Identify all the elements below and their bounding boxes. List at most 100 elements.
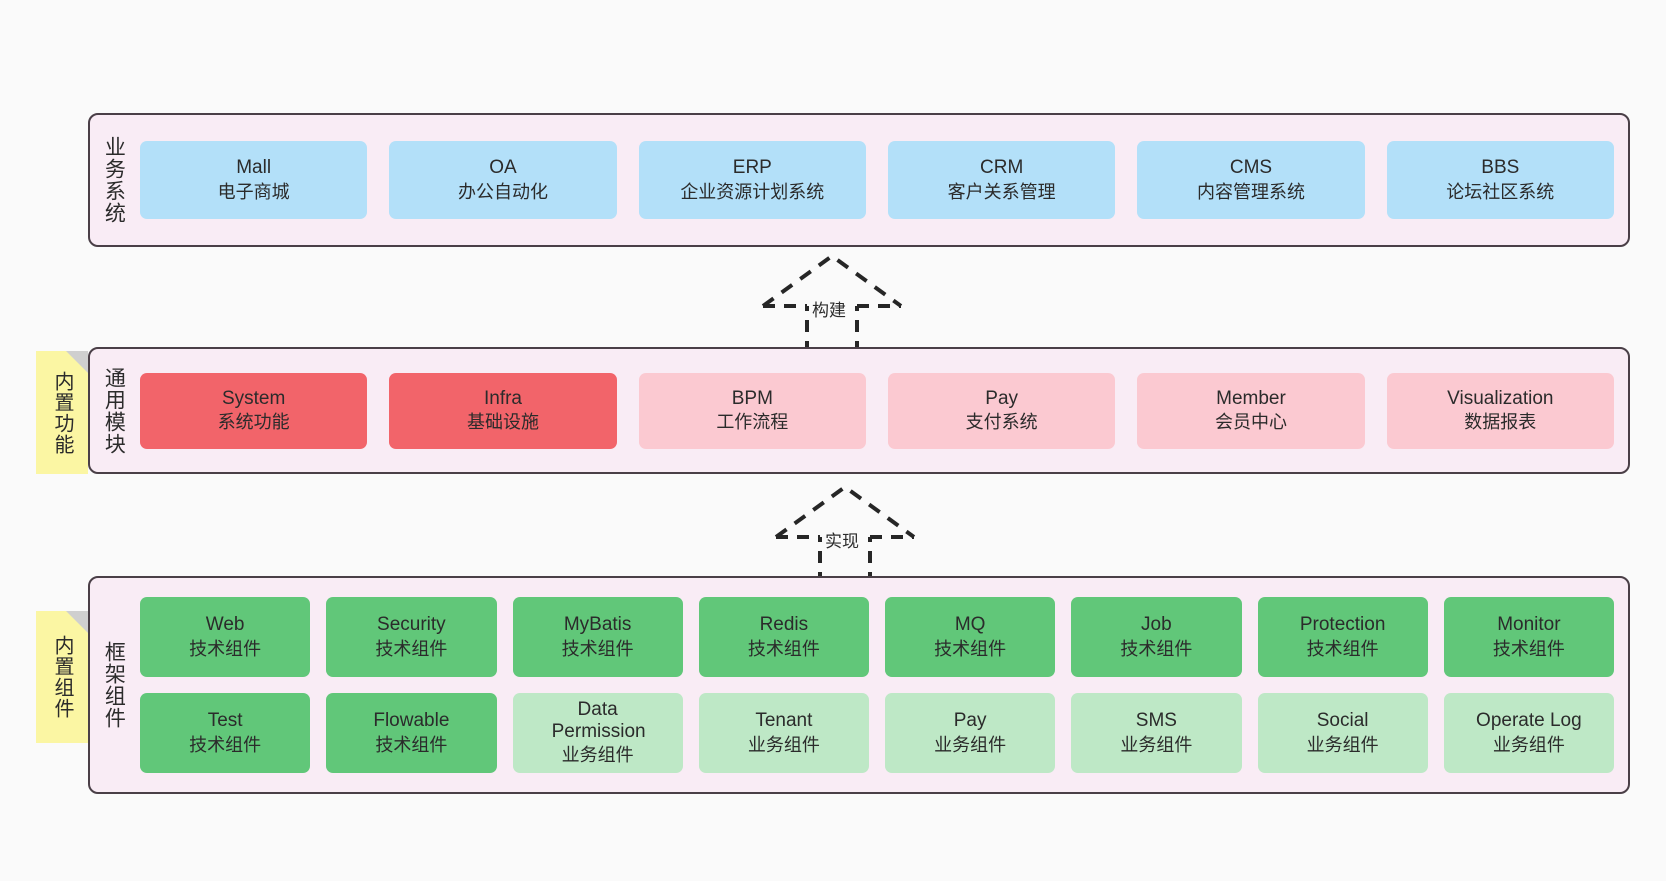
card-mybatis[interactable]: MyBatis 技术组件 <box>512 597 683 677</box>
card-pay-module[interactable]: Pay 支付系统 <box>887 372 1116 449</box>
card-bbs[interactable]: BBS 论坛社区系统 <box>1386 141 1614 219</box>
card-tenant[interactable]: Tenant 业务组件 <box>698 693 869 773</box>
card-member[interactable]: Member 会员中心 <box>1137 372 1365 449</box>
note-fold-icon <box>66 611 88 633</box>
card-mall[interactable]: Mall 电子商城 <box>140 141 368 219</box>
card-subtitle: 业务组件 <box>1120 734 1193 755</box>
card-protection[interactable]: Protection 技术组件 <box>1257 597 1428 677</box>
card-title: Visualization <box>1447 387 1554 409</box>
card-oa[interactable]: OA 办公自动化 <box>389 141 617 219</box>
card-subtitle: 会员中心 <box>1214 412 1287 433</box>
card-sms[interactable]: SMS 业务组件 <box>1071 693 1242 773</box>
card-title: BPM <box>731 387 773 409</box>
note-builtin-components: 内置组件 <box>36 611 88 743</box>
card-title: BBS <box>1481 157 1520 179</box>
card-visualization[interactable]: Visualization 数据报表 <box>1386 372 1614 449</box>
card-pay-component[interactable]: Pay 业务组件 <box>885 693 1056 773</box>
note-label: 内置功能 <box>51 370 73 455</box>
card-subtitle: 系统功能 <box>217 412 290 433</box>
card-test[interactable]: Test 技术组件 <box>140 693 311 773</box>
card-title: Pay <box>985 387 1019 409</box>
card-data-permission[interactable]: Data Permission 业务组件 <box>512 693 683 773</box>
card-title: Infra <box>483 387 522 409</box>
card-subtitle: 业务组件 <box>561 745 634 766</box>
card-title: Flowable <box>373 710 450 732</box>
note-builtin-features: 内置功能 <box>36 351 88 474</box>
card-subtitle: 内容管理系统 <box>1196 181 1305 202</box>
card-subtitle: 技术组件 <box>561 638 634 659</box>
layer-common-modules: 通用模块 System 系统功能 Infra 基础设施 BPM 工作流程 Pay <box>88 347 1630 474</box>
card-operate-log[interactable]: Operate Log 业务组件 <box>1443 693 1614 773</box>
card-title: Redis <box>759 614 809 636</box>
card-title: CMS <box>1229 157 1273 179</box>
card-row: Mall 电子商城 OA 办公自动化 ERP 企业资源计划系统 CRM 客户关系… <box>140 141 1614 219</box>
card-title: SMS <box>1135 710 1177 732</box>
card-subtitle: 业务组件 <box>747 734 820 755</box>
card-subtitle: 论坛社区系统 <box>1446 181 1555 202</box>
card-title: System <box>221 387 286 409</box>
note-label: 内置组件 <box>51 635 73 719</box>
card-infra[interactable]: Infra 基础设施 <box>389 372 617 449</box>
card-subtitle: 技术组件 <box>189 734 262 755</box>
card-subtitle: 基础设施 <box>466 412 539 433</box>
card-subtitle: 企业资源计划系统 <box>680 181 825 202</box>
card-title: MQ <box>954 614 986 636</box>
card-subtitle: 技术组件 <box>1306 638 1379 659</box>
card-security[interactable]: Security 技术组件 <box>326 597 497 677</box>
card-title: Mall <box>236 157 272 179</box>
layer-body-business-systems: Mall 电子商城 OA 办公自动化 ERP 企业资源计划系统 CRM 客户关系… <box>136 115 1628 245</box>
card-title: Operate Log <box>1476 710 1582 732</box>
layer-body-common-modules: System 系统功能 Infra 基础设施 BPM 工作流程 Pay 支付系统… <box>136 349 1628 472</box>
layer-title-business-systems: 业务系统 <box>102 136 126 224</box>
card-title: OA <box>489 157 517 179</box>
card-title: Data Permission <box>551 698 646 743</box>
card-row: Test 技术组件 Flowable 技术组件 Data Permission … <box>140 693 1614 773</box>
card-subtitle: 办公自动化 <box>457 181 548 202</box>
card-title: Test <box>207 710 243 732</box>
card-social[interactable]: Social 业务组件 <box>1257 693 1428 773</box>
card-system[interactable]: System 系统功能 <box>140 372 368 449</box>
card-subtitle: 技术组件 <box>375 638 448 659</box>
card-subtitle: 客户关系管理 <box>947 181 1056 202</box>
card-subtitle: 技术组件 <box>375 734 448 755</box>
card-crm[interactable]: CRM 客户关系管理 <box>887 141 1116 219</box>
card-erp[interactable]: ERP 企业资源计划系统 <box>638 141 866 219</box>
card-bpm[interactable]: BPM 工作流程 <box>638 372 866 449</box>
note-fold-icon <box>66 351 88 373</box>
layer-title-common-modules: 通用模块 <box>102 366 126 455</box>
connector-build-label: 构建 <box>812 301 846 320</box>
card-title: Member <box>1216 387 1286 409</box>
card-title: CRM <box>980 157 1024 179</box>
card-redis[interactable]: Redis 技术组件 <box>698 597 869 677</box>
card-subtitle: 技术组件 <box>747 638 820 659</box>
card-subtitle: 技术组件 <box>934 638 1007 659</box>
card-title: MyBatis <box>563 614 632 636</box>
layer-body-framework-components: Web 技术组件 Security 技术组件 MyBatis 技术组件 Redi… <box>136 578 1628 792</box>
card-title: Security <box>377 614 446 636</box>
card-subtitle: 工作流程 <box>716 412 789 433</box>
card-title: Job <box>1141 614 1172 636</box>
card-subtitle: 业务组件 <box>934 734 1007 755</box>
card-job[interactable]: Job 技术组件 <box>1071 597 1242 677</box>
card-flowable[interactable]: Flowable 技术组件 <box>326 693 497 773</box>
card-subtitle: 业务组件 <box>1306 734 1379 755</box>
card-subtitle: 电子商城 <box>217 181 290 202</box>
card-title: ERP <box>732 157 772 179</box>
card-subtitle: 业务组件 <box>1492 734 1565 755</box>
card-cms[interactable]: CMS 内容管理系统 <box>1137 141 1365 219</box>
layer-business-systems: 业务系统 Mall 电子商城 OA 办公自动化 ERP 企业资源计划系统 CRM <box>88 113 1630 247</box>
card-monitor[interactable]: Monitor 技术组件 <box>1443 597 1614 677</box>
card-row: System 系统功能 Infra 基础设施 BPM 工作流程 Pay 支付系统… <box>140 372 1614 449</box>
connector-implement-label: 实现 <box>825 532 859 551</box>
card-web[interactable]: Web 技术组件 <box>140 597 311 677</box>
card-title: Social <box>1316 710 1369 732</box>
card-subtitle: 技术组件 <box>1492 638 1565 659</box>
layer-title-framework-components: 框架组件 <box>102 641 126 729</box>
card-title: Web <box>205 614 245 636</box>
card-row: Web 技术组件 Security 技术组件 MyBatis 技术组件 Redi… <box>140 597 1614 677</box>
card-title: Monitor <box>1497 614 1561 636</box>
card-subtitle: 技术组件 <box>1120 638 1193 659</box>
card-mq[interactable]: MQ 技术组件 <box>885 597 1056 677</box>
card-subtitle: 支付系统 <box>965 412 1038 433</box>
